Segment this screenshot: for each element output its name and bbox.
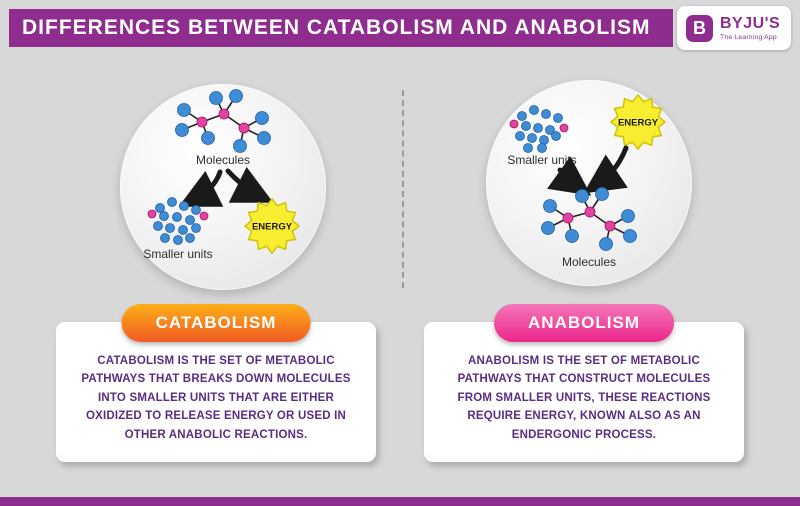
smaller-units-label: Smaller units <box>143 247 212 261</box>
anabolism-card: ANABOLISM ANABOLISM IS THE SET OF METABO… <box>424 304 744 462</box>
byjus-b-icon: B <box>686 14 713 42</box>
catabolism-diagram-circle: Molecules <box>120 84 326 290</box>
anabolism-description: ANABOLISM IS THE SET OF METABOLIC PATHWA… <box>457 355 711 441</box>
anabolism-diagram-circle: Smaller units ENERGY <box>486 80 692 286</box>
energy-starburst-icon: ENERGY <box>609 93 667 151</box>
catabolism-description: CATABOLISM IS THE SET OF METABOLIC PATHW… <box>81 355 351 441</box>
logo-text-group: BYJU'S The Learning App <box>720 14 781 41</box>
catabolism-badge: CATABOLISM <box>121 304 311 342</box>
dashed-divider <box>402 90 404 288</box>
arrow-to-smaller-units-icon <box>178 169 224 207</box>
anabolism-badge: ANABOLISM <box>494 304 674 342</box>
logo-tagline-text: The Learning App <box>720 33 777 41</box>
energy-label: ENERGY <box>252 222 293 233</box>
catabolism-card: CATABOLISM CATABOLISM IS THE SET OF META… <box>56 304 376 462</box>
catabolism-diagram: Molecules <box>143 89 301 261</box>
footer-strip <box>0 497 800 506</box>
molecules-label: Molecules <box>562 255 616 269</box>
arrow-from-energy-icon <box>583 145 629 194</box>
smaller-units-label: Smaller units <box>507 153 576 167</box>
smaller-units-dots <box>509 105 569 153</box>
logo-brand-text: BYJU'S <box>720 14 781 32</box>
molecules-label: Molecules <box>196 153 250 167</box>
molecule-cluster <box>175 89 271 153</box>
byjus-logo: B BYJU'S The Learning App <box>677 6 791 50</box>
molecule-cluster <box>541 187 637 251</box>
arrow-to-energy-icon <box>225 166 274 203</box>
arrow-from-smaller-units-icon <box>547 156 592 196</box>
energy-starburst-icon: ENERGY <box>243 197 301 255</box>
anabolism-diagram: Smaller units ENERGY <box>507 93 667 269</box>
smaller-units-dots <box>147 197 209 245</box>
page-title: DIFFERENCES BETWEEN CATABOLISM AND ANABO… <box>22 16 651 39</box>
header-bar: DIFFERENCES BETWEEN CATABOLISM AND ANABO… <box>9 9 673 47</box>
energy-label: ENERGY <box>618 118 659 129</box>
